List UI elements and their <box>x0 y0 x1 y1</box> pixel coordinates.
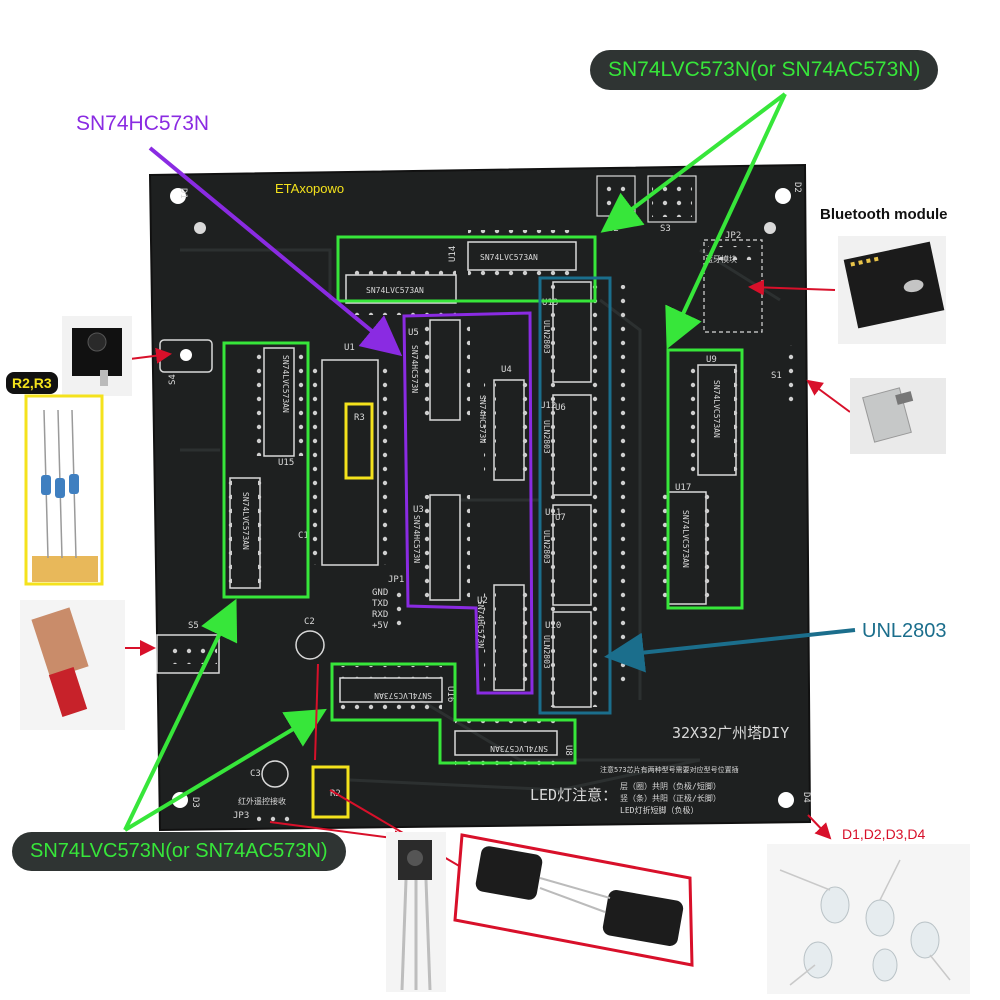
chip-label-u16: SN74LVC573AN <box>374 691 432 700</box>
slide-switch-photo <box>850 378 946 454</box>
ref-u1: U1 <box>344 343 355 353</box>
mounting-hole <box>775 188 791 204</box>
chip-label-u11: ULN2803 <box>542 530 551 564</box>
chip-label-u13: ULN2803 <box>542 320 551 354</box>
chip-label-u5: SN74HC573N <box>410 345 419 393</box>
ref-c3: C3 <box>250 769 261 779</box>
highlight-hc573 <box>402 311 534 695</box>
cap-c3-footprint <box>261 760 289 788</box>
highlight-left-lvc <box>222 341 310 599</box>
ref-u9: U9 <box>706 355 717 365</box>
highlight-uln2803 <box>538 276 612 715</box>
highlight-r3 <box>344 402 374 480</box>
ref-u6: U6 <box>555 403 566 413</box>
resistors-photo <box>24 394 104 586</box>
note-line: LED灯折短脚（负极） <box>620 805 698 815</box>
chip-label-u2: SN74HC573N <box>476 600 485 648</box>
label-bluetooth: Bluetooth module <box>820 206 948 223</box>
ref-u15: U15 <box>278 458 294 468</box>
ref-u4: U4 <box>501 365 512 375</box>
ref-jp1: JP1 <box>388 575 404 585</box>
highlight-bottom-lvc <box>330 662 577 765</box>
arrow-bottom-to-u16 <box>123 708 327 832</box>
arrow-dc-jack <box>129 347 172 364</box>
highlight-r2 <box>311 765 350 819</box>
ref-d2: D2 <box>792 182 802 193</box>
serial-pin: RXD <box>372 610 388 620</box>
label-hc573: SN74HC573N <box>76 112 210 135</box>
arrow-top-to-u9 <box>665 93 787 350</box>
board-title: 32X32广州塔DIY <box>672 724 789 742</box>
arrow-top-to-u14 <box>600 92 787 233</box>
push-switch-photo <box>20 600 125 730</box>
led-note-heading: LED灯注意： <box>530 786 617 804</box>
capacitors-photo <box>453 833 694 967</box>
line-c2-cap <box>314 663 319 761</box>
ref-r3: R3 <box>354 413 365 423</box>
mounting-hole <box>170 188 186 204</box>
ref-d4: D4 <box>801 792 811 803</box>
chip-label-u9: SN74LVC573AN <box>712 380 721 438</box>
callout-bottom-lvc: SN74LVC573N(or SN74AC573N) <box>12 832 346 871</box>
chip-label-u15: SN74LVC573AN <box>281 355 290 413</box>
arrow-s1 <box>806 379 851 413</box>
chip-label-u8: SN74LVC573AN <box>490 744 548 753</box>
dc-jack-photo <box>62 316 132 396</box>
bluetooth-module-photo <box>838 236 946 344</box>
ref-jp2: JP2 <box>725 231 741 241</box>
ref-d3: D3 <box>190 797 200 808</box>
highlight-right-lvc <box>666 348 744 610</box>
note-line: 竖（条）共阳（正极/长脚） <box>620 793 721 803</box>
ref-c2: C2 <box>304 617 315 627</box>
chip-label-u3: SN74HC573N <box>412 515 421 563</box>
ref-u8: U8 <box>563 745 573 756</box>
chip-label-u12: ULN2803 <box>542 420 551 454</box>
chip-label-u10: ULN2803 <box>542 635 551 669</box>
ref-u5: U5 <box>408 328 419 338</box>
note-line: 层（圈）共阴（负极/短脚） <box>620 781 721 791</box>
note-top: 注意573芯片有两种型号需要对应型号位置插 <box>600 765 739 774</box>
arrow-leds <box>807 814 832 840</box>
highlight-top-lvc <box>336 235 597 303</box>
ref-u17: U17 <box>675 483 691 493</box>
ref-u7: U7 <box>555 513 566 523</box>
chip-label-u6: SN74LVC573AN <box>366 286 424 295</box>
label-leds: D1,D2,D3,D4 <box>842 826 926 842</box>
chip-label-u4: SN74HC573N <box>478 395 487 443</box>
chip-label-u14: SN74LVC573AN <box>480 253 538 262</box>
ref-u14: U14 <box>448 246 458 262</box>
serial-pin: GND <box>372 588 388 598</box>
ref-u16: U16 <box>445 686 455 702</box>
serial-pin: TXD <box>372 599 388 609</box>
chip-label-u17: SN74LVC573AN <box>681 510 690 568</box>
arrow-ir <box>269 821 410 847</box>
brand-label: ETAxopowo <box>275 181 344 196</box>
leds-photo <box>767 844 970 994</box>
label-uln2803: UNL2803 <box>862 620 947 642</box>
label-r2r3: R2,R3 <box>6 372 58 394</box>
bt-module-footprint <box>703 239 763 333</box>
chip-label-u7: SN74LVC573AN <box>241 492 250 550</box>
arrow-hc573 <box>148 146 403 357</box>
ir-label: 红外遥控接收 <box>238 796 286 806</box>
arrow-bottom-to-u7 <box>123 598 238 831</box>
serial-pin: +5V <box>372 621 389 631</box>
ref-d1: D1 <box>178 188 188 199</box>
ref-s3: S3 <box>660 224 671 234</box>
cap-c2-footprint <box>295 630 325 660</box>
arrow-uln2803 <box>604 628 856 673</box>
ref-s4: S4 <box>168 374 178 385</box>
ref-jp3: JP3 <box>233 811 249 821</box>
callout-top-lvc: SN74LVC573N(or SN74AC573N) <box>590 50 939 90</box>
ref-u3: U3 <box>413 505 424 515</box>
switch-s5-footprint <box>156 634 220 674</box>
ref-s5: S5 <box>188 621 199 631</box>
ref-u2: U2 <box>477 596 488 606</box>
mounting-hole <box>778 792 794 808</box>
ir-receiver-photo <box>386 832 446 992</box>
ref-c1: C1 <box>298 531 309 541</box>
arrow-bluetooth <box>748 279 836 296</box>
ref-s1: S1 <box>771 371 782 381</box>
